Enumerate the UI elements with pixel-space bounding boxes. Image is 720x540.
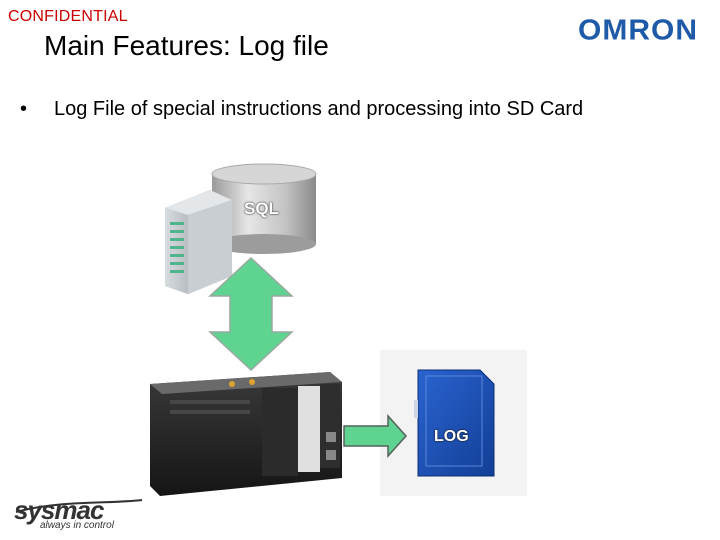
sysmac-tagline: always in control (40, 520, 114, 531)
page-title: Main Features: Log file (44, 30, 329, 61)
bullet-dot-icon: • (20, 98, 28, 120)
sd-card-icon (414, 369, 495, 477)
server-icon (165, 190, 232, 294)
bullet-bold: Log File (54, 98, 126, 120)
bidirectional-arrow-icon (208, 256, 294, 372)
database-label: SQL (244, 199, 279, 218)
sd-card-label: LOG (434, 428, 469, 445)
plc-controller-icon (150, 372, 342, 496)
bullet-rest: of special instructions and processing i… (125, 98, 584, 120)
bullet-text: Log File of special instructions and pro… (54, 96, 664, 123)
right-arrow-icon (343, 414, 408, 458)
confidential-label: CONFIDENTIAL (8, 8, 128, 25)
sysmac-swoosh-icon (15, 499, 143, 513)
omron-logo: OMRON (578, 14, 698, 47)
sysmac-logo: sysmac (14, 495, 104, 525)
